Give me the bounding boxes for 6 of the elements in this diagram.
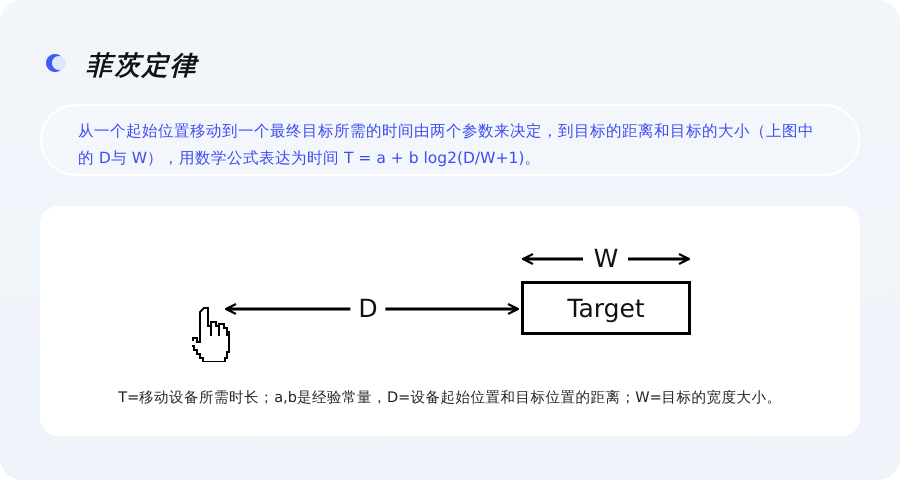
caption: T=移动设备所需时长；a,b是经验常量，D=设备起始位置和目标位置的距离；W=目标的宽度大小。 — [117, 388, 783, 407]
dimension-label: W — [592, 244, 620, 274]
title: 菲茨定律 — [86, 50, 198, 83]
arrow — [224, 302, 520, 316]
target-box: Target — [521, 281, 691, 335]
description-band: 从一个起始位置移动到一个最终目标所需的时间由两个参数来决定，到目标的距离和目标的大小（上图中的 D与 W），用数学公式表达为时间 T = a + b log2(D/W+1)。 — [40, 104, 860, 176]
